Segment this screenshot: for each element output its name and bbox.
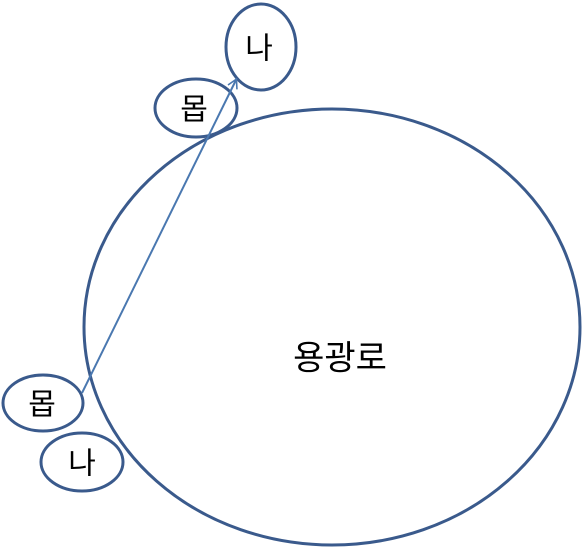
top-outer-node: 나: [224, 2, 298, 92]
top-inner-node: 몹: [153, 77, 239, 139]
bottom-inner-node: 몹: [1, 373, 85, 433]
top-inner-label: 몹: [180, 93, 208, 128]
transfer-arrow: [81, 77, 238, 394]
bottom-outer-node: 나: [39, 431, 125, 493]
bottom-outer-label: 나: [68, 447, 96, 482]
top-outer-label: 나: [245, 32, 273, 67]
bottom-outer-ellipse: [39, 431, 125, 493]
top-outer-ellipse: [224, 2, 298, 92]
bottom-inner-label: 몹: [28, 388, 56, 423]
bottom-inner-ellipse: [1, 373, 85, 433]
main-circle-node: 용광로: [82, 107, 582, 547]
top-inner-ellipse: [153, 77, 239, 139]
main-circle-label: 용광로: [293, 339, 387, 379]
main-circle-shape: [82, 107, 582, 547]
